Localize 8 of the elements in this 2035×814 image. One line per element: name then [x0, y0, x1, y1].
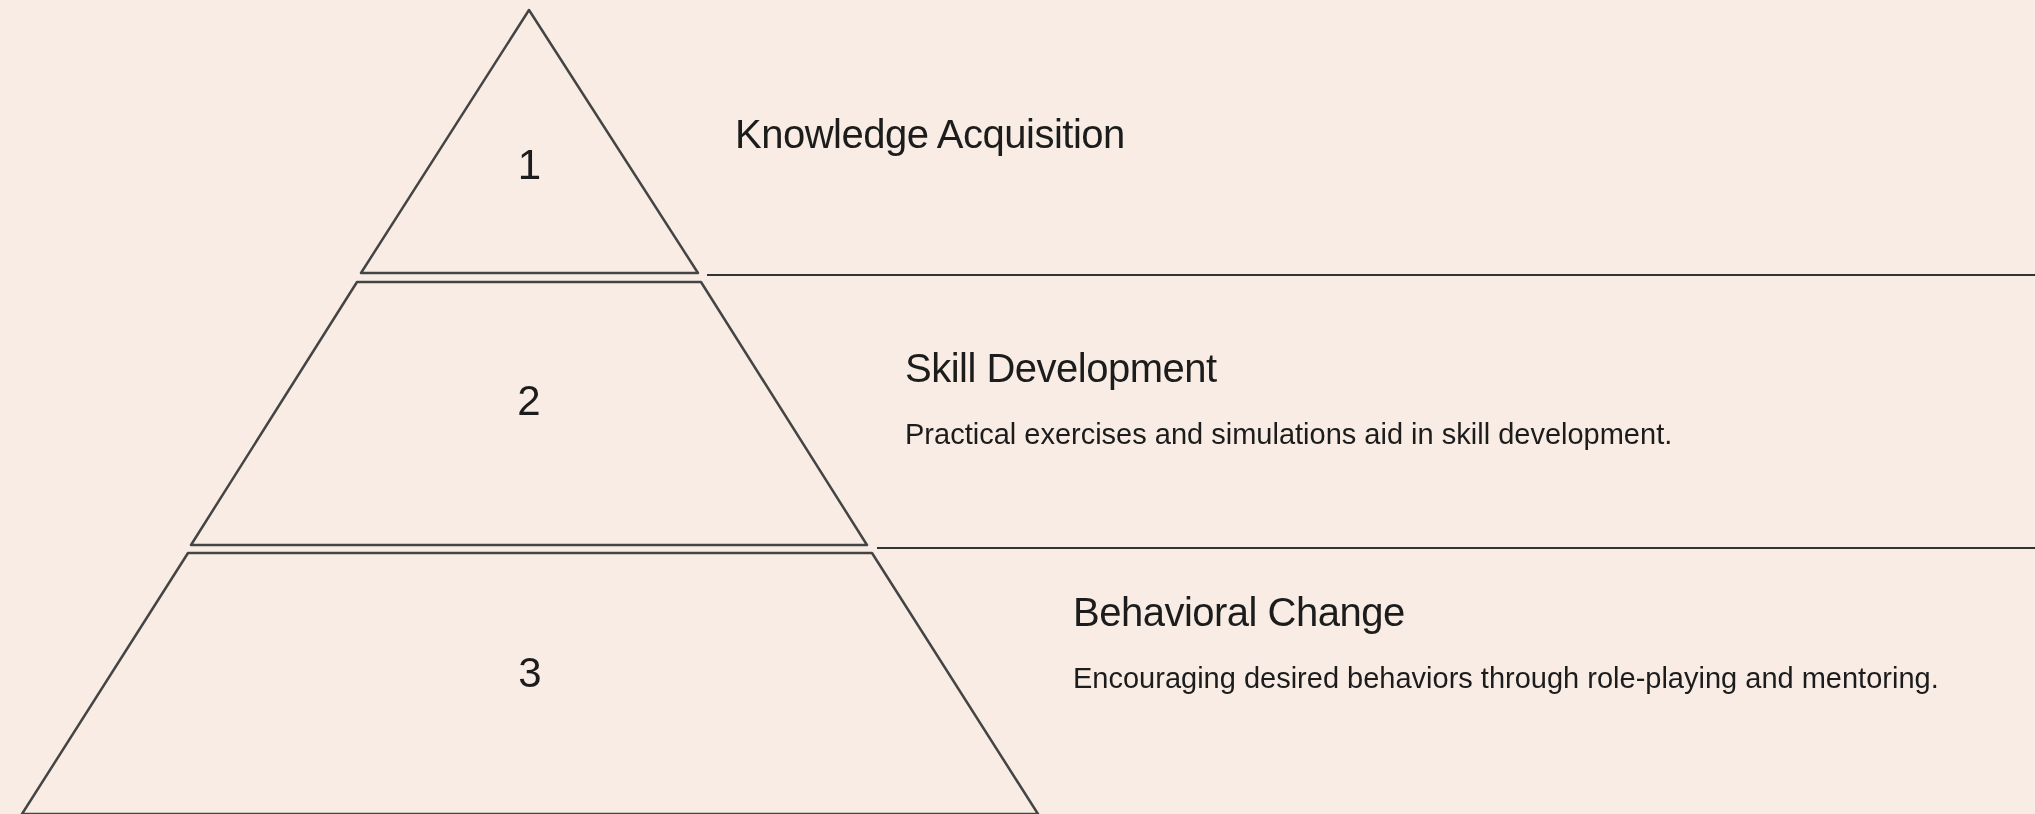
level-number: 2 — [516, 380, 542, 422]
level-heading: Behavioral Change — [1073, 589, 1406, 636]
level-number: 1 — [516, 144, 543, 186]
level-number: 3 — [517, 652, 543, 694]
level-heading: Knowledge Acquisition — [735, 111, 1126, 158]
level-description: Practical exercises and simulations aid in skill development. — [905, 417, 1674, 452]
level-heading: Skill Development — [905, 345, 1218, 392]
level-description: Encouraging desired behaviors through role-playing and mentoring. — [1073, 661, 1940, 696]
